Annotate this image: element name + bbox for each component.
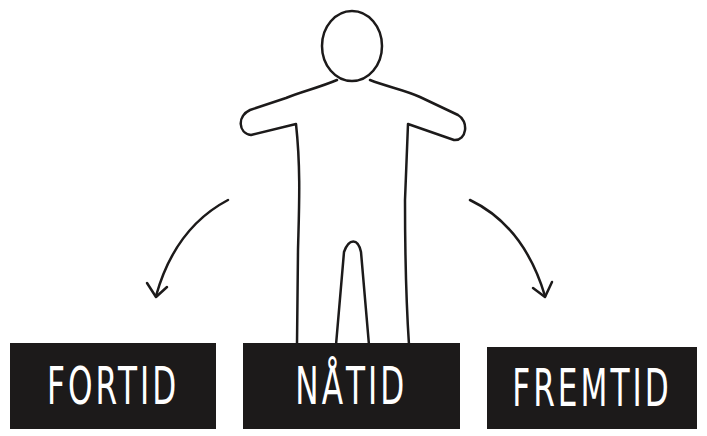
curved-arrow-right — [470, 200, 545, 296]
arrow-head-right — [533, 282, 552, 297]
time-box: FREMTID — [487, 347, 697, 429]
figure-body — [241, 80, 465, 345]
time-box: NÅTID — [243, 343, 460, 429]
time-label: NÅTID — [296, 360, 408, 412]
time-box: FORTID — [10, 343, 216, 429]
arrow-head-left — [147, 283, 167, 297]
time-label: FORTID — [47, 360, 179, 412]
time-label: FREMTID — [512, 362, 672, 414]
figure-head — [322, 11, 382, 81]
curved-arrow-left — [156, 200, 228, 296]
